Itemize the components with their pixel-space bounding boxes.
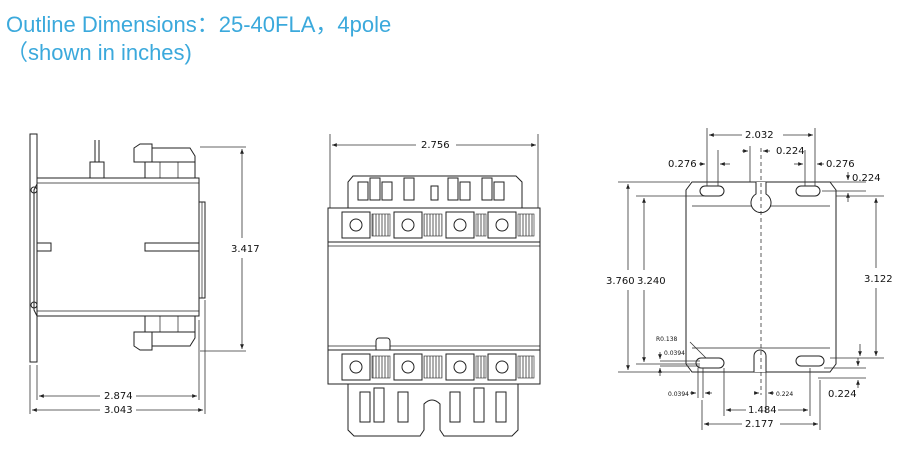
mount-left-slot-label: 0.276 (668, 159, 697, 170)
front-view: 2.756 (327, 134, 541, 437)
mount-bottom-center-label: 0.224 (776, 391, 793, 398)
mount-right-height-label: 3.122 (864, 274, 893, 285)
mount-top-edge-label: 0.224 (852, 173, 881, 184)
mount-bottom-span-label: 1.484 (748, 405, 777, 416)
front-body (327, 241, 541, 351)
mount-bottom-right-label: 0.224 (828, 389, 857, 400)
mount-overall-height-label: 3.760 (606, 276, 635, 287)
mount-center-offset-label: 0.224 (776, 146, 805, 157)
heading-line-2: （shown in inches) (6, 40, 192, 65)
side-width-outer-label: 3.043 (104, 405, 133, 416)
front-top-terminals (357, 177, 505, 201)
mount-view: 2.032 0.276 0.224 0.276 0.224 3.760 (606, 128, 893, 430)
mount-slot-bottom-right (795, 355, 825, 367)
mount-overall-width-label: 2.177 (745, 419, 774, 430)
side-height-label: 3.417 (231, 244, 260, 255)
mount-corner-radius-label: R0.138 (656, 336, 678, 343)
mount-small-bottom-label: 0.0394 (668, 391, 689, 398)
mount-small-top-label: 0.0394 (664, 350, 685, 357)
mount-top-span-label: 2.032 (745, 130, 774, 141)
mount-inner-height-label: 3.240 (637, 276, 666, 287)
mount-slot-bottom-left (695, 357, 725, 369)
mount-slot-top-left (699, 185, 725, 197)
mount-right-slot-label: 0.276 (826, 159, 855, 170)
mount-slot-top-right (795, 185, 821, 197)
side-view: 3.417 2.874 3.043 (29, 133, 260, 416)
side-inner-bar (144, 242, 203, 252)
side-coil-terminal (89, 161, 105, 179)
side-mounting-plate (29, 133, 38, 363)
heading-line-1: Outline Dimensions：25-40FLA，4pole (6, 12, 392, 37)
side-width-inner-label: 2.874 (104, 391, 133, 402)
front-width-label: 2.756 (421, 140, 450, 151)
